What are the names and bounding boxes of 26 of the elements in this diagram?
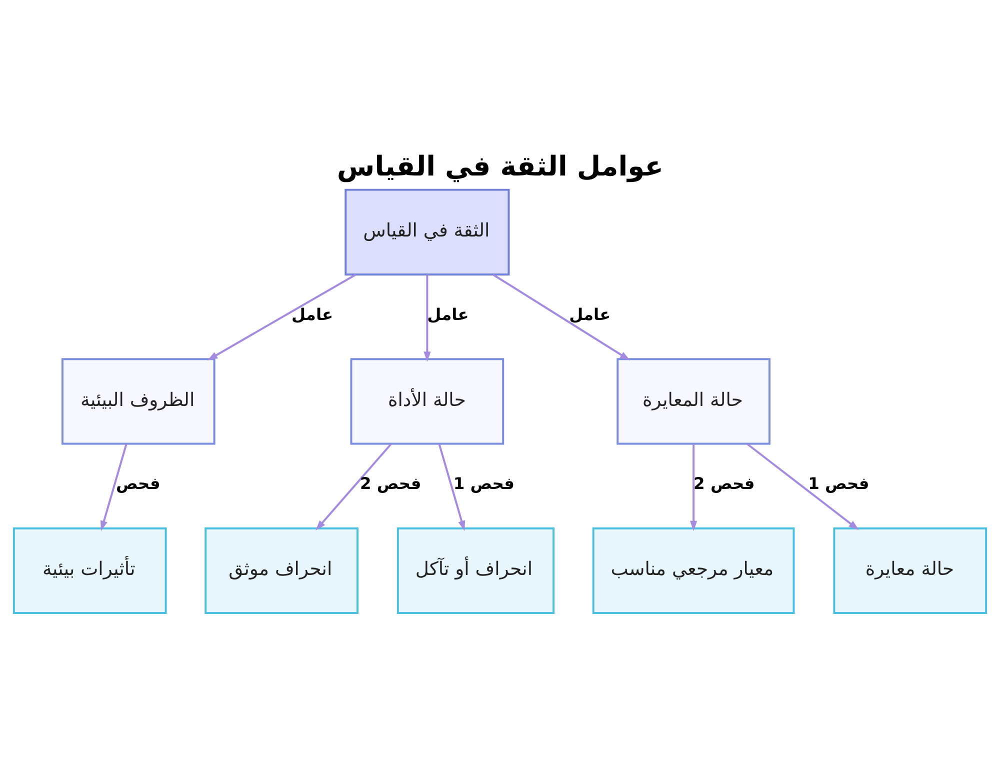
node-box: الثقة في القياس [344, 188, 510, 276]
node-box: انحراف أو تآكل [396, 527, 555, 614]
edge-label: فحص 1 [808, 474, 870, 494]
edge-label: فحص [116, 474, 160, 494]
edge-label: عامل [427, 304, 469, 324]
arrow [438, 444, 466, 532]
arrow [207, 274, 356, 360]
arrow [316, 443, 392, 530]
edge-label: عامل [292, 304, 334, 324]
node-box: الظروف البيئية [61, 358, 216, 445]
arrow [100, 444, 128, 532]
edge-label: فحص 1 [453, 474, 515, 494]
node-box: معيار مرجعي مناسب [592, 527, 795, 614]
edge-label: فحص 2 [694, 474, 755, 494]
node-box: حالة معايرة [833, 527, 988, 614]
arrow [746, 443, 859, 530]
node-box: حالة الأداة [350, 358, 504, 445]
edge-label: عامل [569, 304, 611, 324]
arrow [492, 274, 630, 360]
arrow [690, 444, 698, 532]
node-box: تأثيرات بيئية [12, 527, 167, 614]
diagram-title: عوامل الثقة في القياس [336, 152, 664, 183]
node-box: حالة المعايرة [616, 358, 770, 445]
node-box: انحراف موثق [204, 527, 358, 614]
edge-label: فحص 2 [360, 474, 422, 494]
arrow [424, 274, 431, 362]
